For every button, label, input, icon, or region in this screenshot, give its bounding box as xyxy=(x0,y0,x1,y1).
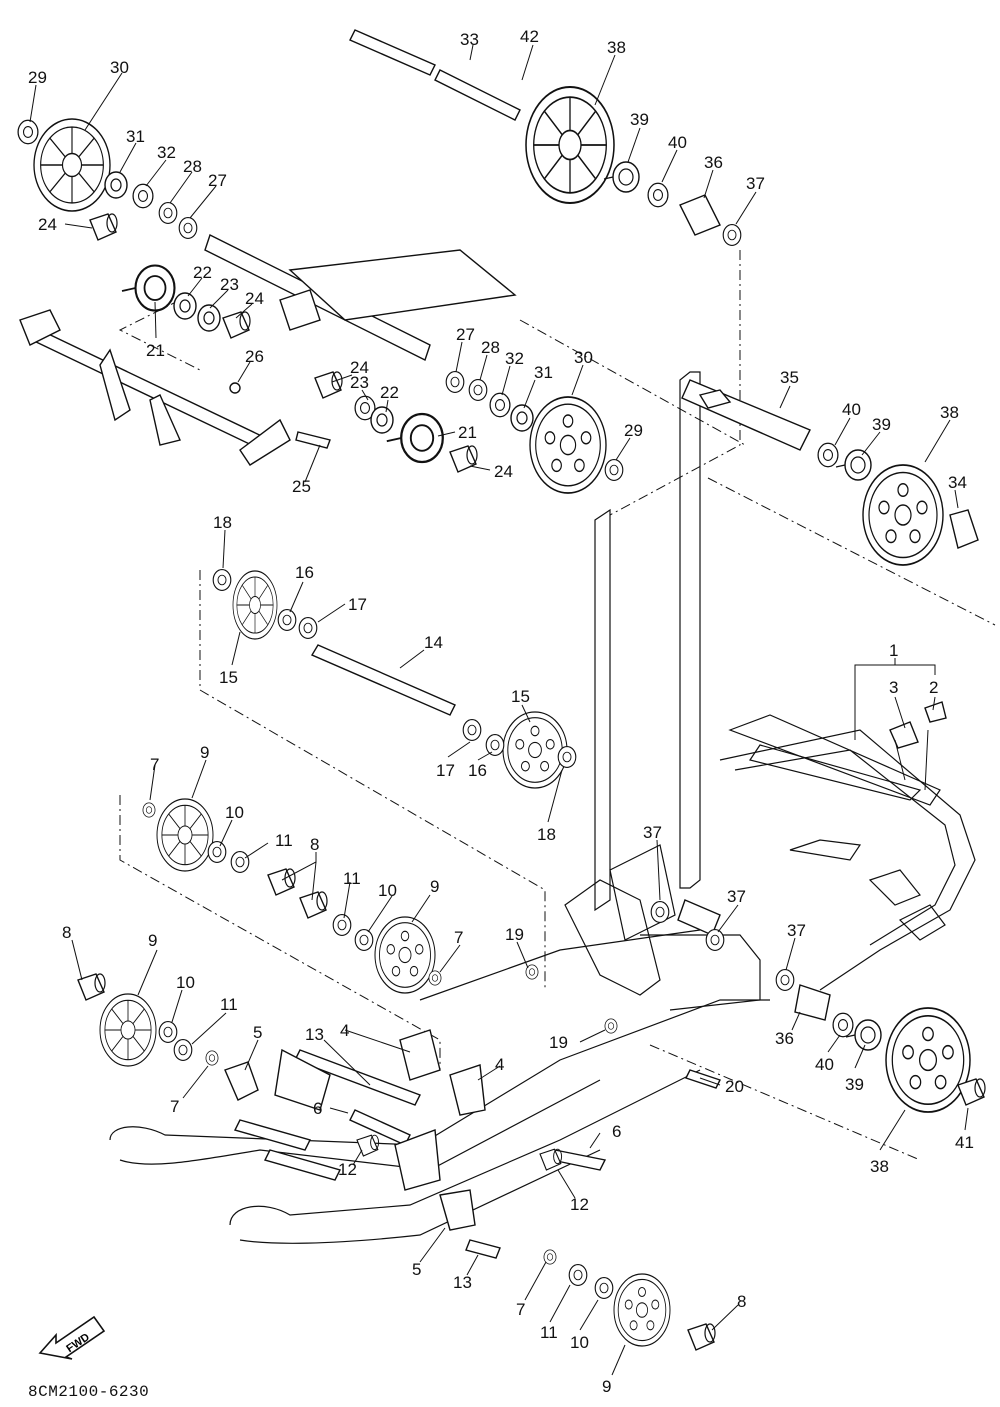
callout-36: 36 xyxy=(775,1029,794,1048)
callout-34: 34 xyxy=(948,473,967,492)
callout-37: 37 xyxy=(787,921,806,940)
small-parts xyxy=(17,119,986,1351)
callout-13: 13 xyxy=(453,1273,472,1292)
callout-30: 30 xyxy=(110,58,129,77)
idler-wheels xyxy=(33,85,971,1347)
callout-16: 16 xyxy=(295,563,314,582)
callout-29: 29 xyxy=(624,421,643,440)
callout-11: 11 xyxy=(275,831,293,850)
callout-7: 7 xyxy=(170,1097,179,1116)
callout-8: 8 xyxy=(310,835,319,854)
callout-16: 16 xyxy=(468,761,487,780)
callout-22: 22 xyxy=(193,263,212,282)
callout-26: 26 xyxy=(245,347,264,366)
callout-37: 37 xyxy=(746,174,765,193)
callout-10: 10 xyxy=(570,1333,589,1352)
callout-38: 38 xyxy=(940,403,959,422)
callout-21: 21 xyxy=(146,341,165,360)
callout-11: 11 xyxy=(343,869,361,888)
callout-37: 37 xyxy=(727,887,746,906)
callout-19: 19 xyxy=(549,1033,568,1052)
callout-20: 20 xyxy=(725,1077,744,1096)
callout-24: 24 xyxy=(350,358,369,377)
assembly-guide-lines xyxy=(118,250,996,1161)
callout-10: 10 xyxy=(225,803,244,822)
callout-22: 22 xyxy=(380,383,399,402)
callout-9: 9 xyxy=(200,743,209,762)
callout-12: 12 xyxy=(338,1160,357,1179)
callout-10: 10 xyxy=(378,881,397,900)
callout-40: 40 xyxy=(668,133,687,152)
drawing-number: 8CM2100-6230 xyxy=(28,1383,150,1401)
callout-6: 6 xyxy=(313,1099,322,1118)
callout-21: 21 xyxy=(458,423,477,442)
callout-29: 29 xyxy=(28,68,47,87)
callout-39: 39 xyxy=(845,1075,864,1094)
callout-18: 18 xyxy=(213,513,232,532)
callout-12: 12 xyxy=(570,1195,589,1214)
callout-7: 7 xyxy=(454,928,463,947)
callout-8: 8 xyxy=(737,1292,746,1311)
callout-15: 15 xyxy=(511,687,530,706)
callout-25: 25 xyxy=(292,477,311,496)
callout-27: 27 xyxy=(456,325,475,344)
callout-7: 7 xyxy=(150,755,159,774)
callout-5: 5 xyxy=(253,1023,262,1042)
front-arm-assembly xyxy=(19,234,517,466)
callout-24: 24 xyxy=(494,462,513,481)
callout-13: 13 xyxy=(305,1025,324,1044)
callout-24: 24 xyxy=(245,289,264,308)
callout-28: 28 xyxy=(481,338,500,357)
suspension-frame xyxy=(109,371,976,1244)
callout-33: 33 xyxy=(460,30,479,49)
callout-32: 32 xyxy=(157,143,176,162)
callout-15: 15 xyxy=(219,668,238,687)
callout-9: 9 xyxy=(148,931,157,950)
grease-nipple-icon xyxy=(229,382,241,394)
callout-19: 19 xyxy=(505,925,524,944)
callout-6: 6 xyxy=(612,1122,621,1141)
callout-11: 11 xyxy=(220,995,238,1014)
callout-35: 35 xyxy=(780,368,799,387)
callout-30: 30 xyxy=(574,348,593,367)
callout-39: 39 xyxy=(872,415,891,434)
callout-28: 28 xyxy=(183,157,202,176)
callout-40: 40 xyxy=(815,1055,834,1074)
callout-2: 2 xyxy=(929,678,938,697)
forward-arrow-icon: FWD xyxy=(38,1315,106,1360)
leader-lines xyxy=(29,44,969,1376)
callout-9: 9 xyxy=(602,1377,611,1396)
callout-36: 36 xyxy=(704,153,723,172)
callout-4: 4 xyxy=(340,1021,349,1040)
callout-1: 1 xyxy=(889,641,898,660)
callout-31: 31 xyxy=(126,127,145,146)
callout-labels: 29 30 31 32 28 27 24 22 23 24 21 26 25 3… xyxy=(28,27,974,1396)
callout-40: 40 xyxy=(842,400,861,419)
callout-38: 38 xyxy=(870,1157,889,1176)
callout-17: 17 xyxy=(348,595,367,614)
callout-3: 3 xyxy=(889,678,898,697)
callout-10: 10 xyxy=(176,973,195,992)
callout-11: 11 xyxy=(540,1323,558,1342)
callout-9: 9 xyxy=(430,877,439,896)
callout-38: 38 xyxy=(607,38,626,57)
callout-32: 32 xyxy=(505,349,524,368)
callout-5: 5 xyxy=(412,1260,421,1279)
callout-23: 23 xyxy=(350,373,369,392)
callout-42: 42 xyxy=(520,27,539,46)
callout-31: 31 xyxy=(534,363,553,382)
callout-18: 18 xyxy=(537,825,556,844)
callout-17: 17 xyxy=(436,761,455,780)
callout-4: 4 xyxy=(495,1055,504,1074)
callout-27: 27 xyxy=(208,171,227,190)
callout-23: 23 xyxy=(220,275,239,294)
callout-39: 39 xyxy=(630,110,649,129)
callout-24: 24 xyxy=(38,215,57,234)
callout-37: 37 xyxy=(643,823,662,842)
callout-41: 41 xyxy=(955,1133,974,1152)
callout-7: 7 xyxy=(516,1300,525,1319)
callout-8: 8 xyxy=(62,923,71,942)
callout-14: 14 xyxy=(424,633,443,652)
